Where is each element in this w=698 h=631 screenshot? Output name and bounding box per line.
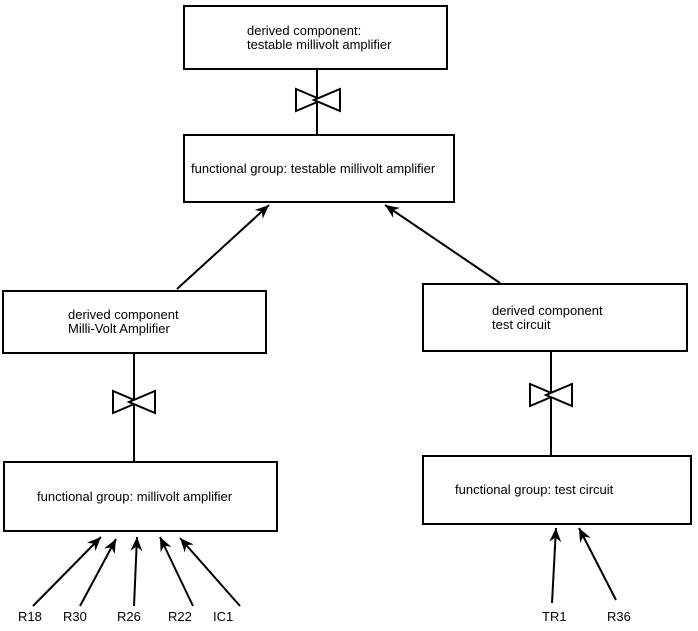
arrow-r26	[130, 536, 143, 607]
node-text-line: functional group: test circuit	[455, 482, 614, 497]
component-label-ic1: IC1	[213, 609, 234, 624]
component-label-r36: R36	[607, 609, 631, 624]
node-derived-milli-volt-amplifier: derived component Milli-Volt Amplifier	[2, 290, 267, 354]
node-text-line: derived component	[68, 307, 179, 322]
node-text-line: functional group: testable millivolt amp…	[191, 160, 436, 176]
arrow-r36	[578, 527, 617, 601]
component-label-r22: R22	[168, 609, 192, 624]
component-label-r30: R30	[63, 609, 87, 624]
bowtie-icon-left	[112, 389, 156, 415]
node-functional-group-millivolt-amplifier: functional group: millivolt amplifier	[3, 461, 278, 532]
node-functional-group-testable-millivolt-amplifier: functional group: testable millivolt amp…	[183, 134, 455, 203]
component-label-r18: R18	[18, 609, 42, 624]
arrow-tr1	[549, 527, 562, 604]
arrow-r30	[79, 538, 117, 607]
arrow-r18	[32, 536, 102, 607]
node-text-line: derived component	[492, 302, 603, 318]
arrow-right-derived-to-central	[384, 204, 501, 284]
node-derived-testable-millivolt-amplifier: derived component: testable millivolt am…	[183, 5, 448, 70]
component-label-r26: R26	[117, 609, 141, 624]
arrow-ic1	[179, 537, 241, 607]
node-derived-test-circuit: derived component test circuit	[422, 283, 688, 352]
component-label-tr1: TR1	[542, 609, 567, 624]
bowtie-icon-right	[529, 382, 573, 408]
node-text-line: derived component:	[247, 22, 362, 38]
bowtie-icon-top	[295, 87, 341, 113]
node-functional-group-test-circuit: functional group: test circuit	[422, 455, 692, 525]
node-text-line: Milli-Volt Amplifier	[68, 321, 170, 336]
node-text-line: testable millivolt amplifier	[247, 36, 392, 52]
arrow-r22	[159, 536, 194, 607]
node-text-line: functional group: millivolt amplifier	[37, 488, 233, 504]
node-text-line: test circuit	[492, 316, 551, 332]
arrow-left-derived-to-central	[176, 204, 270, 290]
